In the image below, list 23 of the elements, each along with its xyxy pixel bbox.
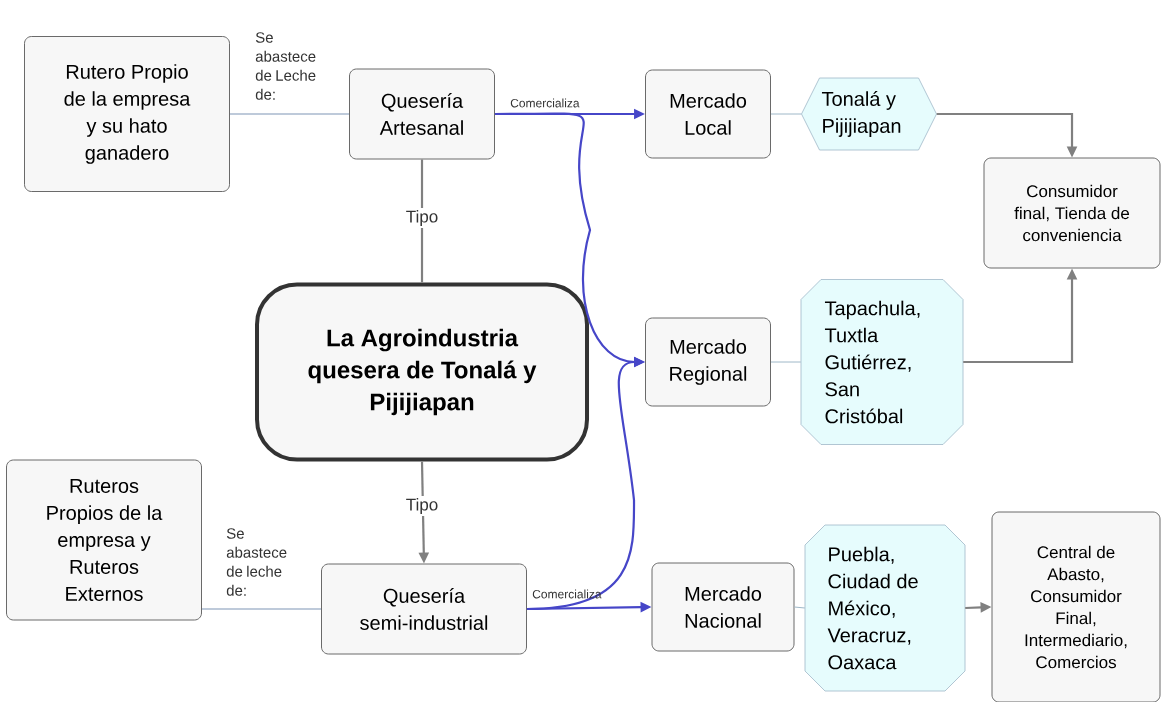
process-box: Consumidor final, Tienda de conveniencia [983, 157, 1161, 269]
connector-line [770, 113, 802, 115]
process-box: Rutero Propio de la empresa y su hato ganadero [24, 36, 230, 192]
process-box: Mercado Local [645, 69, 771, 159]
central-topic-box: La Agroindustria quesera de Tonalá y Pijijiapan [255, 282, 589, 462]
process-box: Quesería semi-industrial [321, 563, 527, 655]
location-hexagon: Tonalá y Pijijiapan [801, 77, 937, 151]
edge-label: Tipo [403, 208, 441, 228]
location-octagon: Puebla, Ciudad de México, Veracruz, Oaxaca [804, 524, 966, 692]
process-box: Mercado Regional [645, 317, 771, 407]
edge-label: Se abastece de leche de: [226, 528, 287, 596]
connector-line [201, 608, 322, 610]
connector-line [770, 361, 802, 363]
connector-line [229, 113, 350, 115]
location-octagon: Tapachula, Tuxtla Gutiérrez, San Cristóbal [800, 279, 964, 445]
process-box: Ruteros Propios de la empresa y Ruteros Externos [6, 459, 202, 621]
edge-label: Tipo [403, 496, 441, 516]
edge-label: Se abastece de Leche de: [255, 32, 316, 100]
process-box: Central de Abasto, Consumidor Final, Intermediario, Comercios [991, 511, 1161, 702]
process-box: Quesería Artesanal [349, 68, 495, 160]
edge-label: Comercializa [510, 98, 580, 108]
process-box: Mercado Nacional [651, 562, 795, 652]
connector-line [793, 606, 806, 609]
